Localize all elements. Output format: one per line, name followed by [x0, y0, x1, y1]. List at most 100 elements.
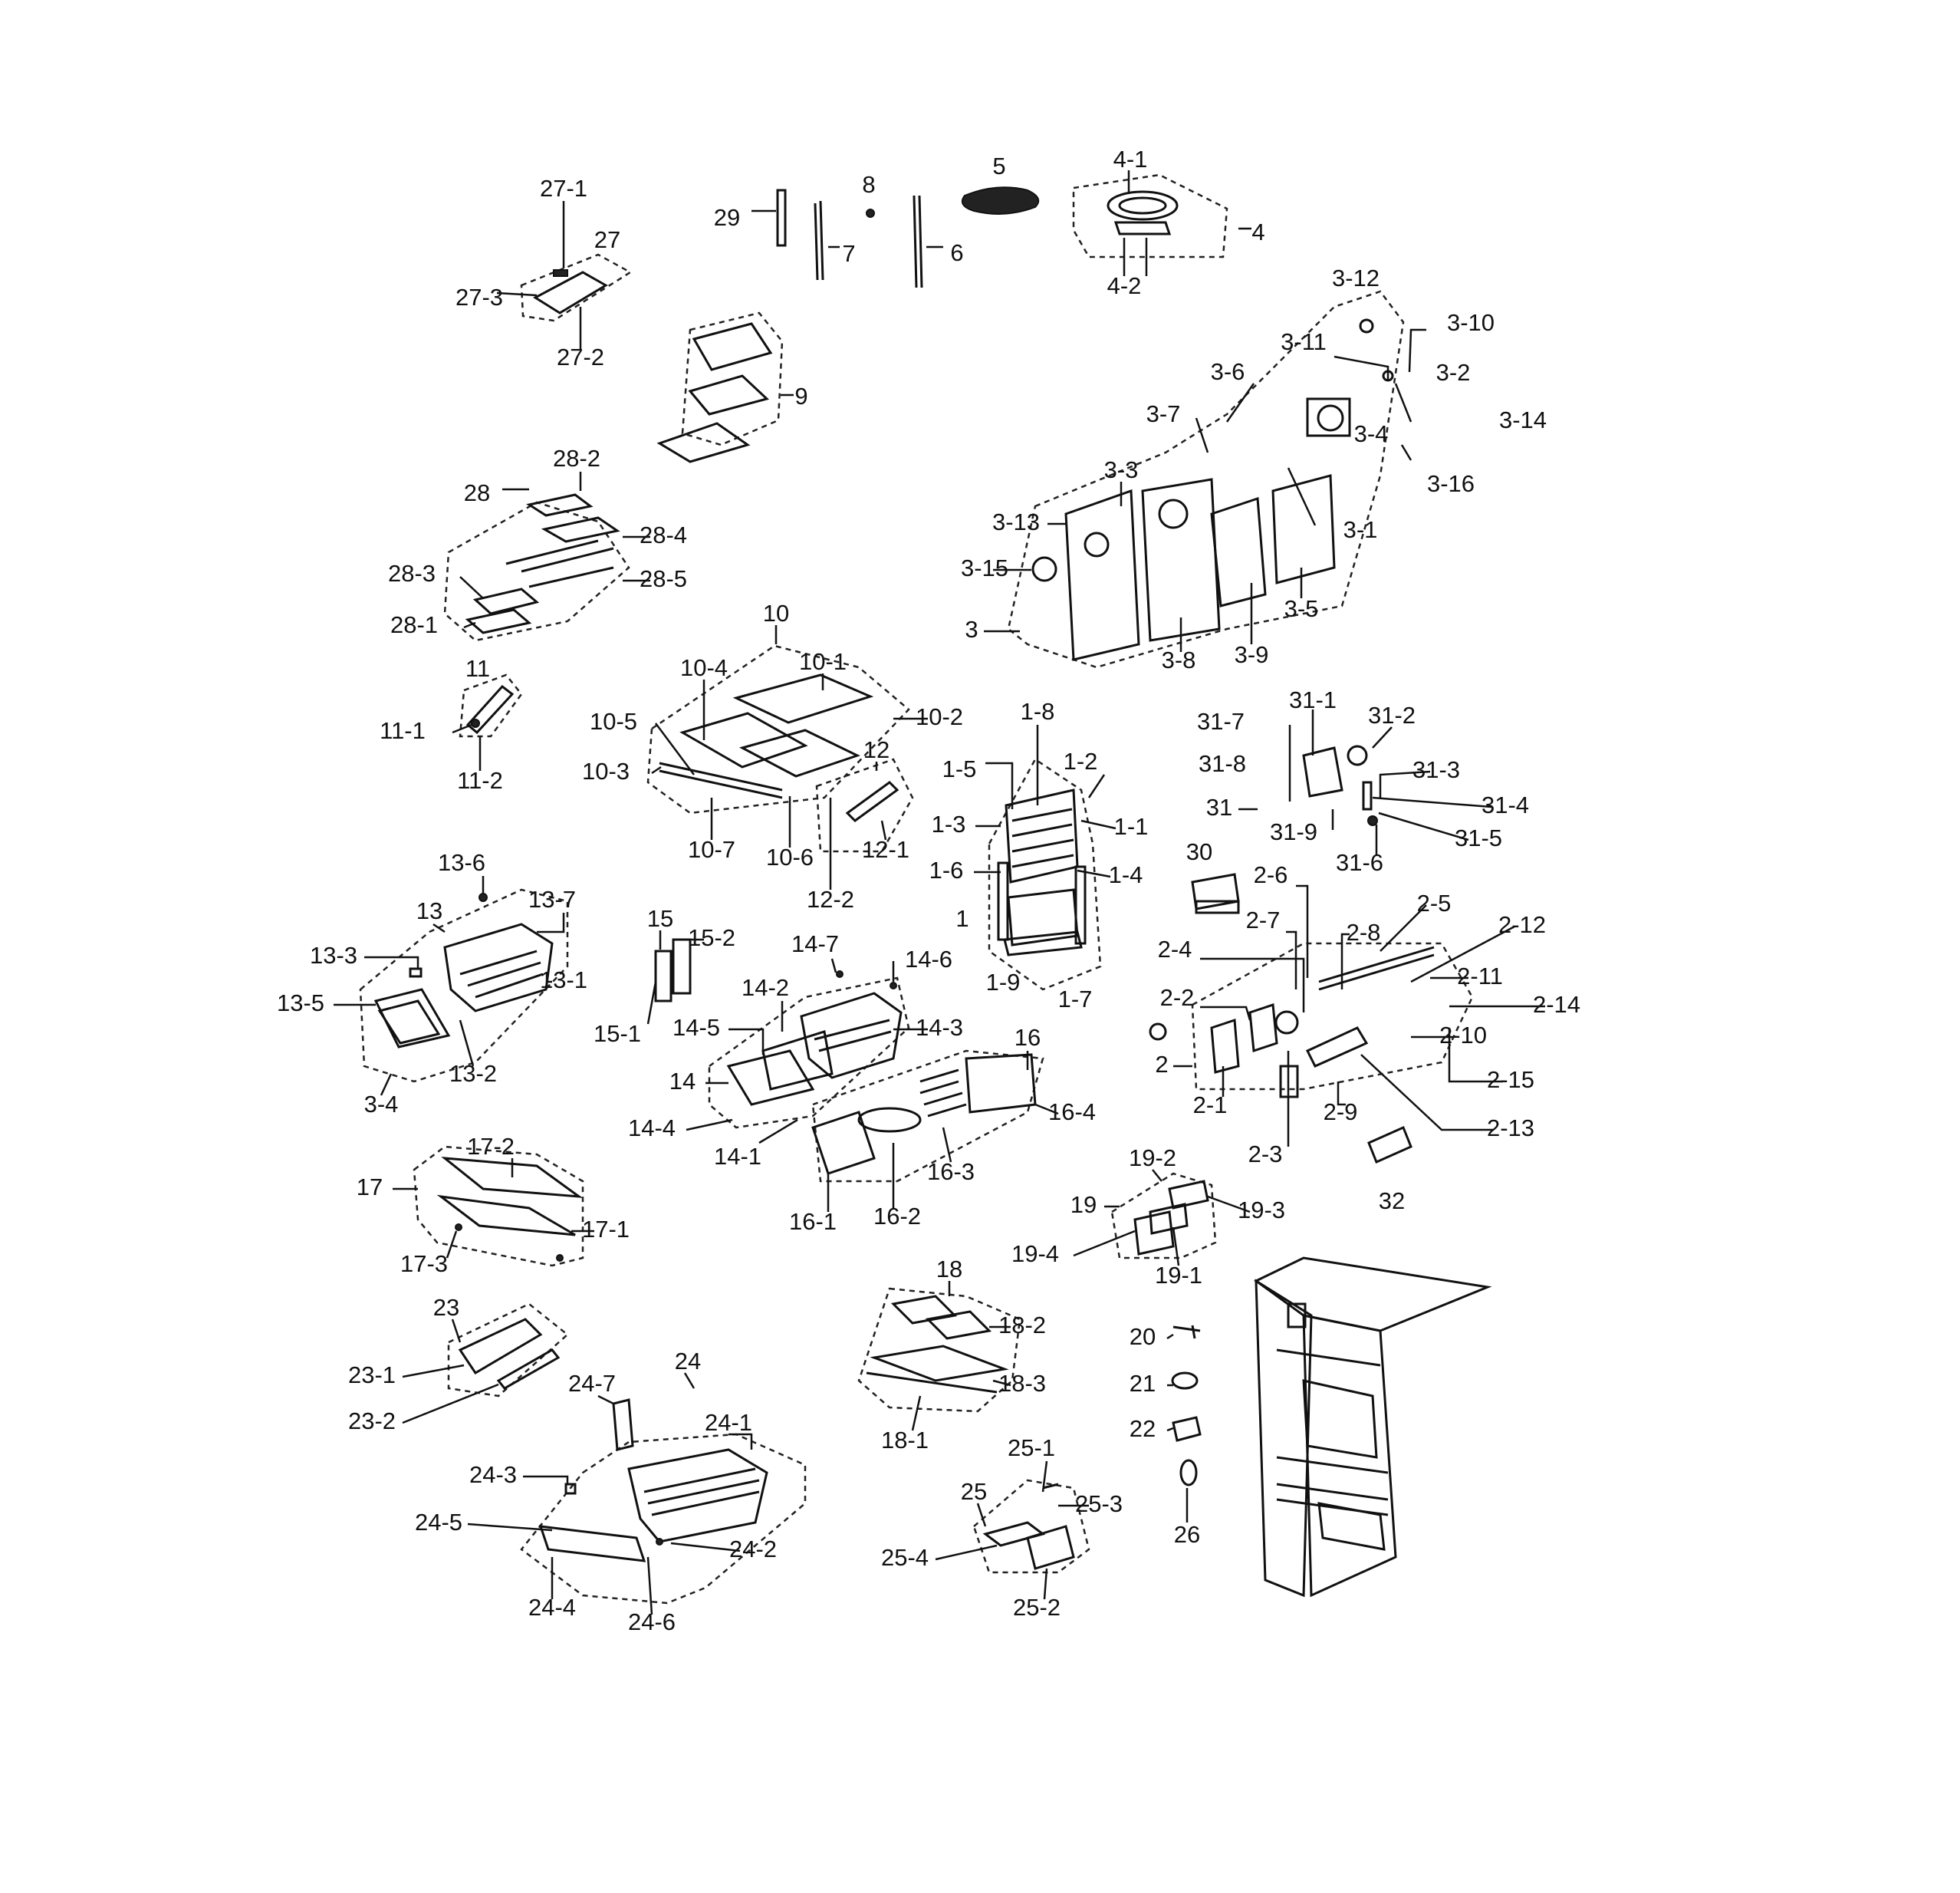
callout-label-25-4: 25-4 — [881, 1544, 929, 1571]
callout-label-13: 13 — [416, 897, 442, 924]
callout-label-16: 16 — [1015, 1024, 1041, 1051]
callout-label-12: 12 — [863, 736, 890, 763]
callout-label-11-1: 11-1 — [380, 717, 426, 744]
callout-label-1-9: 1-9 — [986, 969, 1021, 996]
part-group-9 — [656, 311, 794, 463]
callout-label-4: 4 — [1251, 219, 1264, 245]
callout-label-18-1: 18-1 — [881, 1427, 929, 1453]
callout-label-10: 10 — [763, 600, 789, 627]
callout-label-2-3: 2-3 — [1248, 1141, 1283, 1167]
callout-label-1-6: 1-6 — [929, 857, 964, 884]
callout-label-10-1: 10-1 — [799, 648, 847, 675]
callout-label-2-10: 2-10 — [1439, 1022, 1487, 1049]
callout-label-13-2: 13-2 — [449, 1060, 497, 1087]
callout-label-2-11: 2-11 — [1457, 963, 1503, 989]
callout-label-24-2: 24-2 — [729, 1536, 777, 1562]
part-group-28 — [443, 472, 650, 642]
part-group-13 — [334, 876, 569, 1096]
callout-label-28-1: 28-1 — [390, 611, 438, 638]
callout-label-3: 3 — [965, 616, 978, 643]
callout-label-2-13: 2-13 — [1487, 1114, 1534, 1141]
callout-label-2-6: 2-6 — [1254, 861, 1288, 888]
callout-label-28-4: 28-4 — [640, 522, 687, 548]
callout-label-23-2: 23-2 — [348, 1407, 396, 1434]
callout-label-14-4: 14-4 — [628, 1114, 676, 1141]
callout-label-25: 25 — [961, 1478, 987, 1505]
callout-label-24-1: 24-1 — [705, 1409, 752, 1436]
callout-label-3-7: 3-7 — [1146, 400, 1181, 427]
callout-label-31: 31 — [1206, 794, 1232, 821]
callout-label-3-1: 3-1 — [1343, 516, 1378, 543]
part-group-16 — [811, 1049, 1059, 1212]
part-5-cover — [962, 186, 1040, 215]
callout-label-3-6: 3-6 — [1211, 358, 1245, 385]
callout-label-31-9: 31-9 — [1270, 818, 1317, 845]
callout-label-23-1: 23-1 — [348, 1361, 396, 1388]
callout-label-17-1: 17-1 — [582, 1216, 630, 1243]
callout-label-31-2: 31-2 — [1368, 702, 1416, 729]
callout-label-1-3: 1-3 — [932, 811, 966, 838]
callout-label-31-7: 31-7 — [1197, 708, 1245, 735]
callout-label-7: 7 — [842, 240, 855, 267]
callout-label-19-3: 19-3 — [1238, 1197, 1285, 1223]
callout-label-13-1: 13-1 — [540, 966, 587, 993]
callout-label-2-7: 2-7 — [1246, 907, 1281, 933]
callout-label-2-9: 2-9 — [1324, 1098, 1358, 1125]
callout-label-25-2: 25-2 — [1013, 1594, 1061, 1621]
callout-label-21: 21 — [1130, 1370, 1156, 1397]
refrigerator-cabinet — [1254, 1256, 1492, 1598]
callout-label-23: 23 — [433, 1294, 459, 1321]
callout-label-5: 5 — [992, 153, 1005, 179]
callout-label-2-1: 2-1 — [1193, 1091, 1228, 1118]
callout-label-4-1: 4-1 — [1113, 146, 1148, 173]
callout-label-3-4: 3-4 — [1354, 420, 1389, 447]
part-group-24 — [467, 1372, 807, 1615]
callout-label-14-2: 14-2 — [742, 974, 789, 1001]
callout-label-31-3: 31-3 — [1412, 756, 1460, 783]
callout-label-32: 32 — [1379, 1187, 1405, 1214]
callout-label-27: 27 — [594, 226, 620, 253]
callout-label-24-5: 24-5 — [415, 1509, 462, 1536]
callout-label-3-9: 3-9 — [1235, 641, 1269, 668]
callout-label-24-7: 24-7 — [568, 1370, 616, 1397]
callout-label-10-4: 10-4 — [680, 654, 728, 681]
callout-label-3-15: 3-15 — [961, 555, 1008, 581]
callout-label-10-3: 10-3 — [582, 758, 630, 785]
callout-label-19: 19 — [1070, 1191, 1097, 1218]
callout-label-10-5: 10-5 — [590, 708, 637, 735]
callout-label-2-15: 2-15 — [1487, 1066, 1534, 1093]
callout-label-13-6: 13-6 — [438, 849, 485, 876]
part-group-10 — [646, 625, 928, 848]
callout-label-24-3: 24-3 — [469, 1461, 517, 1488]
callout-label-2-12: 2-12 — [1498, 911, 1546, 938]
part-group-2 — [1149, 884, 1545, 1147]
part-group-4 — [1072, 170, 1251, 276]
callout-label-1-4: 1-4 — [1109, 861, 1143, 888]
callout-label-22: 22 — [1130, 1415, 1156, 1442]
callout-label-10-2: 10-2 — [916, 703, 963, 730]
callout-label-25-1: 25-1 — [1008, 1434, 1055, 1461]
callout-label-3-11: 3-11 — [1281, 328, 1327, 355]
parts-20-21-22-26 — [1166, 1325, 1202, 1523]
callout-label-20: 20 — [1130, 1323, 1156, 1350]
callout-label-3-14: 3-14 — [1499, 407, 1547, 433]
callout-label-14-7: 14-7 — [791, 930, 839, 957]
callout-label-27-2: 27-2 — [557, 344, 604, 370]
callout-label-31-6: 31-6 — [1336, 849, 1383, 876]
callout-label-11: 11 — [465, 655, 490, 682]
callout-label-26: 26 — [1174, 1521, 1200, 1548]
part-group-31 — [1238, 709, 1492, 855]
callout-label-24: 24 — [675, 1348, 701, 1374]
callout-label-1-8: 1-8 — [1021, 698, 1055, 725]
callout-label-2-5: 2-5 — [1417, 890, 1452, 917]
callout-label-13-3: 13-3 — [310, 942, 357, 969]
callout-label-13-5: 13-5 — [277, 989, 324, 1016]
callout-label-16-2: 16-2 — [873, 1203, 921, 1230]
callout-label-29: 29 — [714, 204, 740, 231]
part-group-3 — [984, 290, 1426, 669]
callout-label-14-5: 14-5 — [673, 1014, 720, 1041]
callout-label-2-2: 2-2 — [1160, 984, 1195, 1011]
part-group-1 — [974, 725, 1116, 991]
callout-label-1: 1 — [955, 905, 968, 932]
callout-label-28: 28 — [464, 479, 490, 506]
